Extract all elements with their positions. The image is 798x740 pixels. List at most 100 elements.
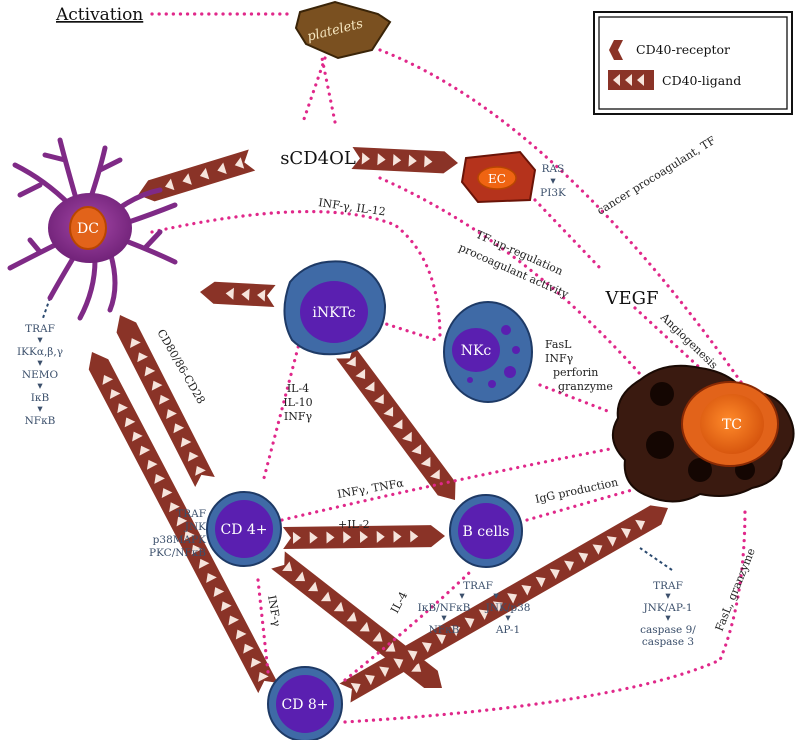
vegf-angiogenesis-connector (633, 306, 702, 370)
il2-label: +IL-2 (338, 518, 370, 531)
inkt-cell: iNKTc (283, 260, 387, 356)
dc-arrow-3: ▾ (37, 380, 43, 392)
bcells-ikb-text: IκB/NFκB (418, 602, 471, 614)
dc-arrow-2: ▾ (37, 357, 43, 369)
endothelial-cell: EC (460, 150, 537, 204)
il4-cd8-label: IL-4 (388, 590, 410, 616)
ec-label: EC (488, 172, 506, 186)
inkt-label: iNKTc (312, 305, 355, 321)
bcells-label: B cells (462, 524, 509, 540)
bcells-to-tc-connector (525, 488, 634, 522)
tc-label: TC (722, 417, 742, 433)
tc-signaling: TRAF ▾ JNK/AP-1 ▾ caspase 9/ caspase 3 (640, 580, 696, 648)
ec-pi3k-text: PI3K (540, 187, 566, 199)
legend: CD40-receptor CD40-ligand (593, 11, 793, 115)
granzyme-text: granzyme (558, 380, 613, 393)
bcells-signaling: TRAF ▾ ▾ IκB/NFκB JNK/p38 ▾ ▾ NFκB AP-1 (418, 580, 531, 636)
bcells-arrow-r1: ▾ (493, 590, 499, 602)
bcells-arrow-l1: ▾ (459, 590, 465, 602)
bcells-traf-text: TRAF (463, 580, 493, 592)
cd4-cell: CD 4+ (206, 491, 282, 567)
bcells-arrow-r2: ▾ (505, 612, 511, 624)
cd4-jnk-text: JNK (184, 521, 206, 533)
cd8-to-dc-arrow (88, 351, 278, 694)
cd4-signaling: TRAF JNK p38MAPK PKC/NFκB (149, 508, 206, 559)
cd4-traf-text: TRAF (176, 508, 206, 520)
cd4-to-tc-connector (280, 446, 617, 522)
cd4-to-cd8-connector (256, 578, 270, 674)
tc-arrow-2: ▾ (665, 612, 671, 624)
platelets-to-scd4ol-connector (301, 56, 327, 124)
fasl-granzyme-label: FasL, granzyme (713, 546, 758, 633)
dc-label: DC (77, 221, 99, 237)
cancer-procoagulant-label: cancer procoagulant, TF (595, 134, 719, 218)
tc-jnk-text: JNK/AP-1 (642, 602, 692, 614)
cd4-to-bcells-arrow (282, 525, 445, 549)
inkt-to-dc-arrow (199, 281, 276, 307)
platelets-cell: platelets (294, 0, 392, 60)
cd4-label: CD 4+ (220, 522, 267, 538)
cd4-p38-text: p38MAPK (153, 534, 206, 546)
cd40-receptor-legend-icon (609, 40, 623, 60)
bcells-ap1-text: AP-1 (495, 624, 520, 636)
b-cells: B cells (449, 494, 523, 568)
il10-text: IL-10 (283, 396, 312, 409)
igg-production-label: IgG production (534, 476, 619, 506)
activation-label: Activation (55, 5, 143, 25)
cd8-to-tc-arrow (339, 505, 668, 703)
cd8-cell: CD 8+ (267, 666, 343, 740)
cd40-ligand-legend-icon (608, 70, 654, 90)
nk-label: NKc (461, 343, 492, 359)
infg-nk-text: INFγ (545, 352, 574, 365)
legend-ligand-label: CD40-ligand (662, 73, 741, 88)
dotted-connectors (150, 12, 757, 724)
dc-ikk-text: IKKα,β,γ (17, 346, 63, 358)
inf-il12-label: INF-γ, IL-12 (318, 196, 387, 218)
inkt-to-bcells-arrow (336, 345, 456, 501)
scd4ol-to-dc-arrow (137, 149, 256, 202)
perforin-text: perforin (553, 366, 598, 379)
il4-text: IL-4 (287, 382, 309, 395)
il4-il10-infg-label: IL-4 IL-10 INFγ (283, 382, 312, 423)
bcells-nfkb-text: NFκB (429, 624, 460, 636)
tc-caspase9-text: caspase 9/ (640, 624, 696, 636)
dc-to-nk-connector (150, 209, 442, 340)
inkt-to-cd4-connector (262, 338, 302, 480)
cd4-pkc-text: PKC/NFκB (149, 547, 206, 559)
infg-text: INFγ (284, 410, 313, 423)
ec-arrow-glyph: ▾ (550, 175, 556, 187)
dc-nfkb-text: NFκB (25, 415, 56, 427)
cd8-label: CD 8+ (281, 697, 328, 713)
tumor-cell-cluster: TC (611, 364, 795, 503)
cd8-to-tc-connector (343, 506, 747, 724)
tc-arrow-1: ▾ (665, 590, 671, 602)
nk-to-tc-connector (538, 383, 612, 414)
scd4ol-to-platelets-connector (320, 56, 337, 124)
tc-signal-connector (639, 547, 673, 571)
legend-receptor-label: CD40-receptor (636, 42, 730, 57)
fasl-text: FasL (545, 338, 572, 351)
dc-signaling: TRAF ▾ IKKα,β,γ ▾ NEMO ▾ IκB ▾ NFκB (17, 323, 63, 427)
dc-signal-connector (42, 297, 51, 319)
ec-to-vegf-connector (533, 198, 602, 270)
bcells-arrow-l2: ▾ (441, 612, 447, 624)
tc-traf-text: TRAF (653, 580, 683, 592)
vegf-label: VEGF (604, 288, 658, 309)
dc-arrow-4: ▾ (37, 403, 43, 415)
ec-signaling: RAS ▾ PI3K (540, 163, 566, 199)
infg-tnfa-label: INFγ, TNFα (336, 476, 405, 501)
dendritic-cell: DC (7, 137, 178, 321)
scd4ol-to-ec-arrow (351, 147, 459, 174)
inkt-to-nk-connector (378, 320, 438, 342)
dc-traf-text: TRAF (25, 323, 55, 335)
nk-cell: NKc (443, 301, 533, 403)
tf-upregulation-connector (378, 176, 642, 376)
cd40-signaling-arrows (88, 147, 668, 703)
cd8-to-bcells-connector (343, 570, 472, 682)
tc-caspase3-text: caspase 3 (642, 636, 694, 648)
dc-ikb-text: IκB (31, 392, 50, 404)
nk-effectors-label: FasL INFγ perforin granzyme (545, 338, 613, 393)
infg-cd8-label: INF-γ (265, 594, 283, 628)
bcells-jnk-text: JNK/p38 (485, 602, 531, 614)
